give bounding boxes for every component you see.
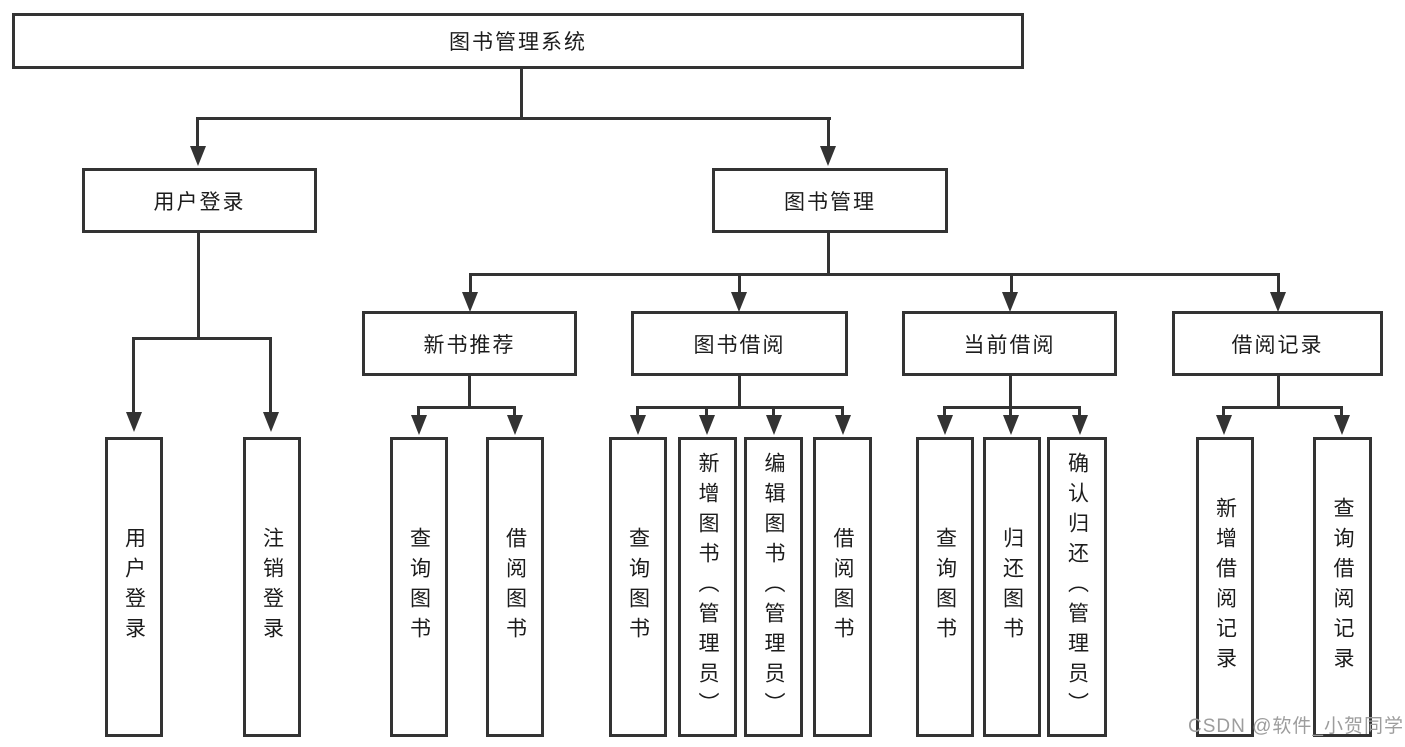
connector-drop [269,337,272,414]
leaf-label: 借阅图书 [503,527,527,647]
arrow-down-icon [699,415,715,435]
connector-drop [1222,406,1225,417]
leaf-label: 新增借阅记录 [1213,497,1237,677]
node-book-borrow: 图书借阅 [631,311,848,376]
node-library-management-system: 图书管理系统 [12,13,1024,69]
connector-root-stub [520,69,523,117]
leaf-query-borrow-record: 查询借阅记录 [1313,437,1372,737]
node-borrow-record: 借阅记录 [1172,311,1383,376]
connector-user-login-branch [132,337,272,340]
node-label: 用户登录 [153,190,246,214]
connector-drop [1078,406,1081,417]
arrow-down-icon [937,415,953,435]
connector-stub [468,376,471,406]
connector-drop [772,406,775,417]
connector-drop [469,273,472,293]
connector-drop [943,406,946,417]
node-new-book-recommend: 新书推荐 [362,311,577,376]
leaf-return-books: 归还图书 [983,437,1041,737]
arrow-down-icon [630,415,646,435]
arrow-down-icon [1270,292,1286,312]
leaf-label: 新增图书（管理员） [696,452,719,722]
connector-drop [417,406,420,417]
arrow-down-icon [1072,415,1088,435]
leaf-confirm-return-admin: 确认归还（管理员） [1047,437,1107,737]
arrow-down-icon [731,292,747,312]
connector-drop [738,273,741,293]
arrow-down-icon [1002,292,1018,312]
node-label: 当前借阅 [963,333,1056,357]
leaf-borrow-books: 借阅图书 [813,437,872,737]
connector-drop [841,406,844,417]
leaf-label: 查询图书 [626,527,650,647]
arrow-down-icon [820,146,836,166]
leaf-label: 查询借阅记录 [1331,497,1354,677]
connector-drop [1277,273,1280,293]
leaf-label: 借阅图书 [831,527,854,647]
leaf-label: 查询图书 [407,527,431,647]
connector-drop [1009,406,1012,417]
connector-root-branch [196,117,831,120]
node-label: 图书借阅 [693,333,786,357]
arrow-down-icon [507,415,523,435]
connector-branch [636,406,843,409]
leaf-add-borrow-record: 新增借阅记录 [1196,437,1254,737]
connector-drop [1340,406,1343,417]
node-current-borrow: 当前借阅 [902,311,1117,376]
arrow-down-icon [1334,415,1350,435]
arrow-down-icon [1216,415,1232,435]
node-book-management: 图书管理 [712,168,948,233]
connector-stub [1277,376,1280,406]
leaf-label: 注销登录 [260,527,284,647]
leaf-label: 用户登录 [122,527,146,647]
connector-drop [705,406,708,417]
arrow-down-icon [835,415,851,435]
arrow-down-icon [766,415,782,435]
connector-stub [738,376,741,406]
arrow-down-icon [190,146,206,166]
connector-branch [417,406,516,409]
node-label: 图书管理系统 [449,31,587,54]
leaf-label: 编辑图书（管理员） [762,452,785,722]
connector-branch [1222,406,1343,409]
leaf-query-books: 查询图书 [609,437,667,737]
connector-drop [132,337,135,414]
connector-drop [513,406,516,417]
leaf-edit-books-admin: 编辑图书（管理员） [744,437,803,737]
connector-stub [1009,376,1012,407]
connector-drop [636,406,639,417]
leaf-user-login: 用户登录 [105,437,163,737]
connector-drop [1010,273,1013,293]
arrow-down-icon [411,415,427,435]
leaf-add-books-admin: 新增图书（管理员） [678,437,737,737]
arrow-down-icon [462,292,478,312]
csdn-watermark: CSDN @软件_小贺同学 [1188,716,1404,737]
node-label: 借阅记录 [1231,333,1324,357]
leaf-query-books: 查询图书 [390,437,448,737]
arrow-down-icon [263,412,279,432]
leaf-logout: 注销登录 [243,437,301,737]
connector-drop-user-login [196,117,199,147]
arrow-down-icon [1003,415,1019,435]
connector-user-login-stub [197,233,200,337]
leaf-query-books: 查询图书 [916,437,974,737]
arrow-down-icon [126,412,142,432]
leaf-label: 归还图书 [1000,527,1024,647]
node-label: 图书管理 [784,190,876,214]
leaf-label: 查询图书 [933,527,957,647]
node-user-login: 用户登录 [82,168,317,233]
connector-book-management-stub [827,233,830,273]
node-label: 新书推荐 [423,333,516,357]
leaf-label: 确认归还（管理员） [1065,452,1089,722]
leaf-borrow-books: 借阅图书 [486,437,544,737]
connector-drop-book-management [827,117,830,147]
connector-book-management-branch [469,273,1280,276]
